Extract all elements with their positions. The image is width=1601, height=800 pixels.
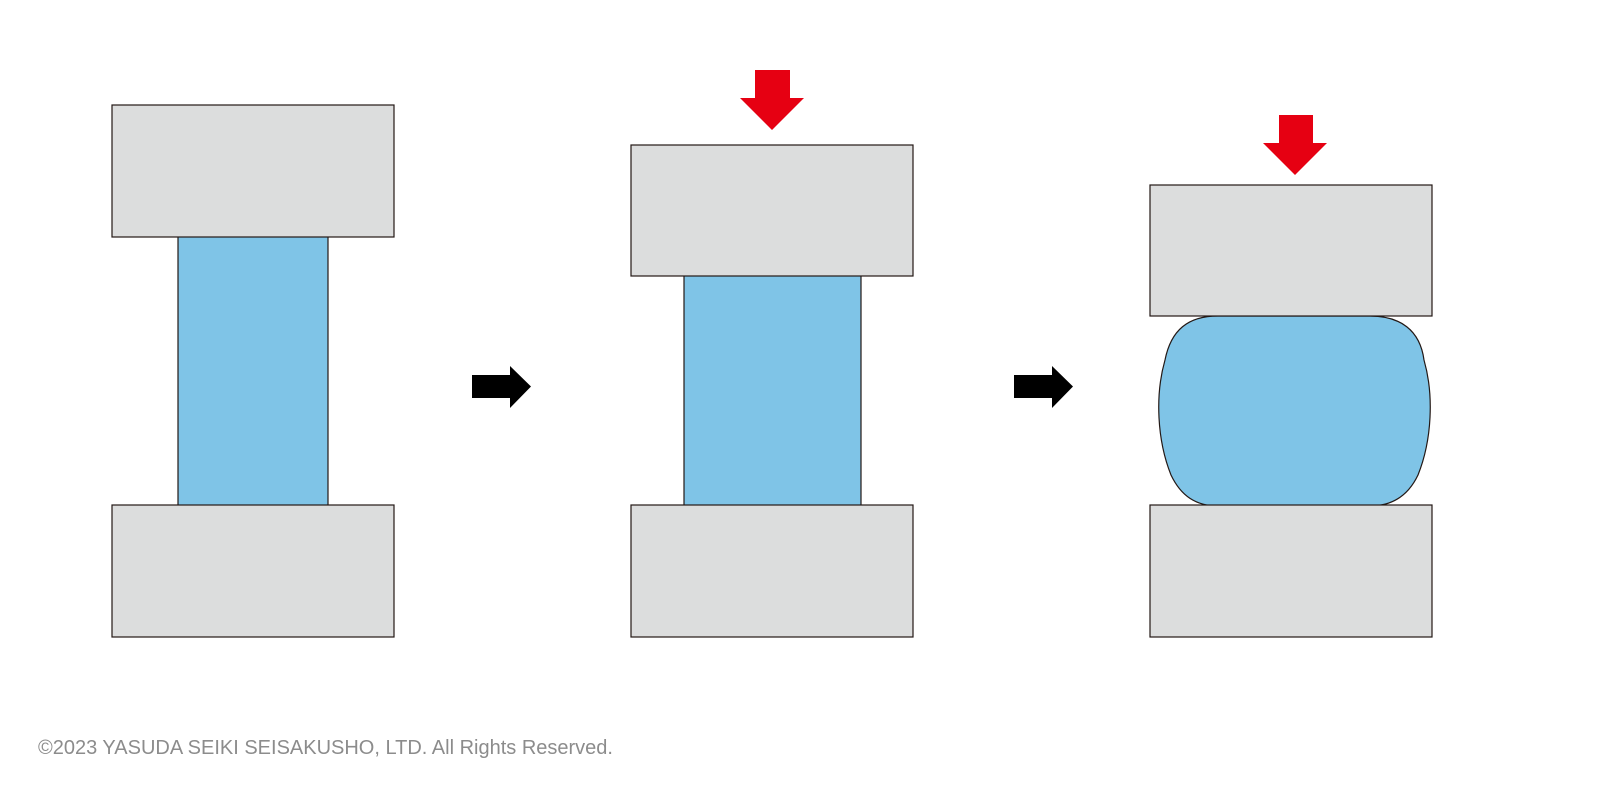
specimen [177,235,329,507]
upper-platen [111,104,395,238]
lower-platen [111,504,395,638]
copyright-notice: ©2023 YASUDA SEIKI SEISAKUSHO, LTD. All … [38,737,613,759]
force-arrow-icon [1263,115,1327,175]
step-arrow-1-icon [472,366,531,408]
stage-1-before-loading [111,104,395,638]
lower-platen [630,504,914,638]
stage-3-compressed [1149,115,1433,638]
upper-platen [1149,184,1433,317]
specimen [683,274,862,507]
upper-platen [630,144,914,277]
force-arrow-icon [740,70,804,130]
lower-platen [1149,504,1433,638]
stage-2-loading [630,70,914,638]
step-arrow-2-icon [1014,366,1073,408]
barrelled-specimen [1158,315,1431,507]
